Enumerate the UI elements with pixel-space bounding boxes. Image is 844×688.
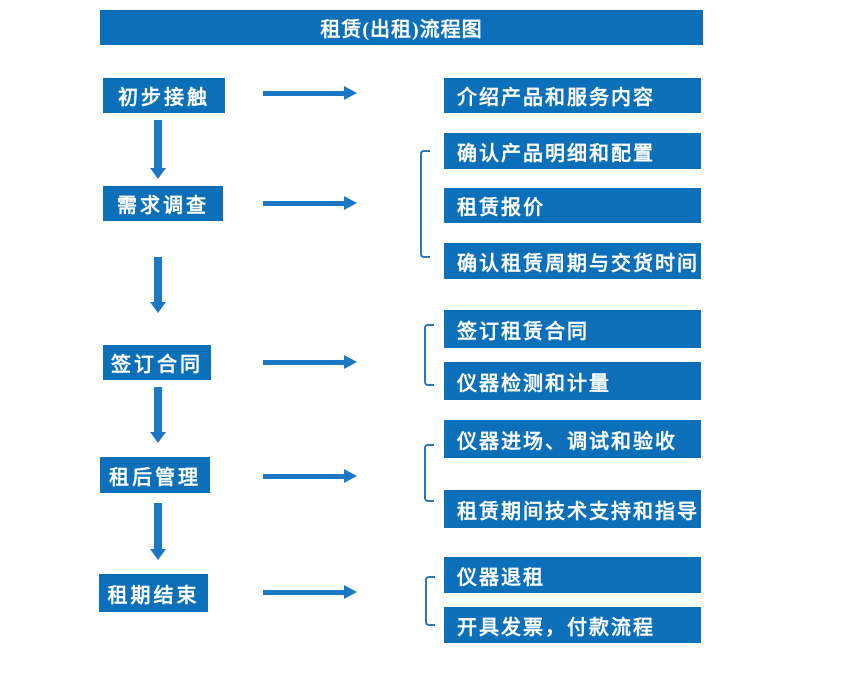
step-post-rental-management: 租后管理 <box>100 457 210 493</box>
step-rental-end: 租期结束 <box>99 574 208 612</box>
output-sign-rental-contract: 签订租赁合同 <box>444 310 701 348</box>
flow-arrow-right-3 <box>263 355 357 369</box>
arrow-head <box>150 302 166 313</box>
output-label: 仪器检测和计量 <box>457 372 611 395</box>
output-label: 签订租赁合同 <box>457 320 589 343</box>
arrow-shaft <box>154 387 162 432</box>
step-sign-contract: 签订合同 <box>103 345 211 380</box>
page-title: 租赁(出租)流程图 <box>320 19 483 41</box>
output-label: 租赁期间技术支持和指导 <box>457 500 699 523</box>
arrow-head <box>150 168 166 179</box>
arrow-shaft <box>263 201 344 206</box>
output-label: 确认产品明细和配置 <box>457 142 655 165</box>
flow-arrow-down-3 <box>150 387 166 443</box>
arrow-shaft <box>263 590 344 595</box>
output-label: 确认租赁周期与交货时间 <box>457 252 699 275</box>
arrow-shaft <box>154 257 162 302</box>
step-label: 租后管理 <box>109 466 201 489</box>
output-label: 开具发票，付款流程 <box>457 616 655 639</box>
output-rental-quotation: 租赁报价 <box>444 188 701 223</box>
step-initial-contact: 初步接触 <box>103 78 225 113</box>
output-label: 租赁报价 <box>457 197 545 219</box>
flow-arrow-right-1 <box>263 86 357 100</box>
arrow-head <box>150 549 166 560</box>
arrow-head <box>344 196 357 210</box>
output-confirm-product-details-config: 确认产品明细和配置 <box>444 133 701 169</box>
output-label: 仪器进场、调试和验收 <box>457 430 677 453</box>
arrow-head <box>344 86 357 100</box>
output-technical-support-guidance: 租赁期间技术支持和指导 <box>444 490 701 528</box>
arrow-head <box>344 585 357 599</box>
flow-arrow-right-5 <box>263 585 357 599</box>
flow-arrow-down-2 <box>150 257 166 313</box>
output-instrument-setup-acceptance: 仪器进场、调试和验收 <box>444 420 701 458</box>
output-confirm-rental-period-delivery: 确认租赁周期与交货时间 <box>444 243 701 279</box>
flow-arrow-down-1 <box>150 120 166 179</box>
step-label: 签订合同 <box>111 354 203 376</box>
arrow-head <box>150 432 166 443</box>
output-label: 仪器退租 <box>457 566 545 589</box>
flow-arrow-down-4 <box>150 503 166 560</box>
arrow-shaft <box>263 91 344 96</box>
flow-arrow-right-4 <box>263 469 357 483</box>
step-label: 租期结束 <box>107 584 200 607</box>
output-label: 介绍产品和服务内容 <box>457 87 655 109</box>
step-label: 初步接触 <box>118 87 210 109</box>
group-bracket-demand-survey <box>420 150 430 258</box>
output-introduce-products-services: 介绍产品和服务内容 <box>444 78 701 113</box>
step-label: 需求调查 <box>117 195 209 217</box>
arrow-shaft <box>154 503 162 549</box>
group-bracket-sign-contract <box>424 324 434 386</box>
step-demand-survey: 需求调查 <box>103 186 223 221</box>
flow-arrow-right-2 <box>263 196 357 210</box>
arrow-head <box>344 469 357 483</box>
arrow-shaft <box>154 120 162 168</box>
arrow-head <box>344 355 357 369</box>
arrow-shaft <box>263 360 344 365</box>
output-instrument-inspection-calibration: 仪器检测和计量 <box>444 362 701 400</box>
group-bracket-post-rental <box>424 444 434 502</box>
arrow-shaft <box>263 474 344 479</box>
group-bracket-rental-end <box>425 576 435 626</box>
output-invoice-payment-process: 开具发票，付款流程 <box>444 607 701 643</box>
title-bar: 租赁(出租)流程图 <box>100 10 703 45</box>
output-instrument-return: 仪器退租 <box>444 557 701 593</box>
